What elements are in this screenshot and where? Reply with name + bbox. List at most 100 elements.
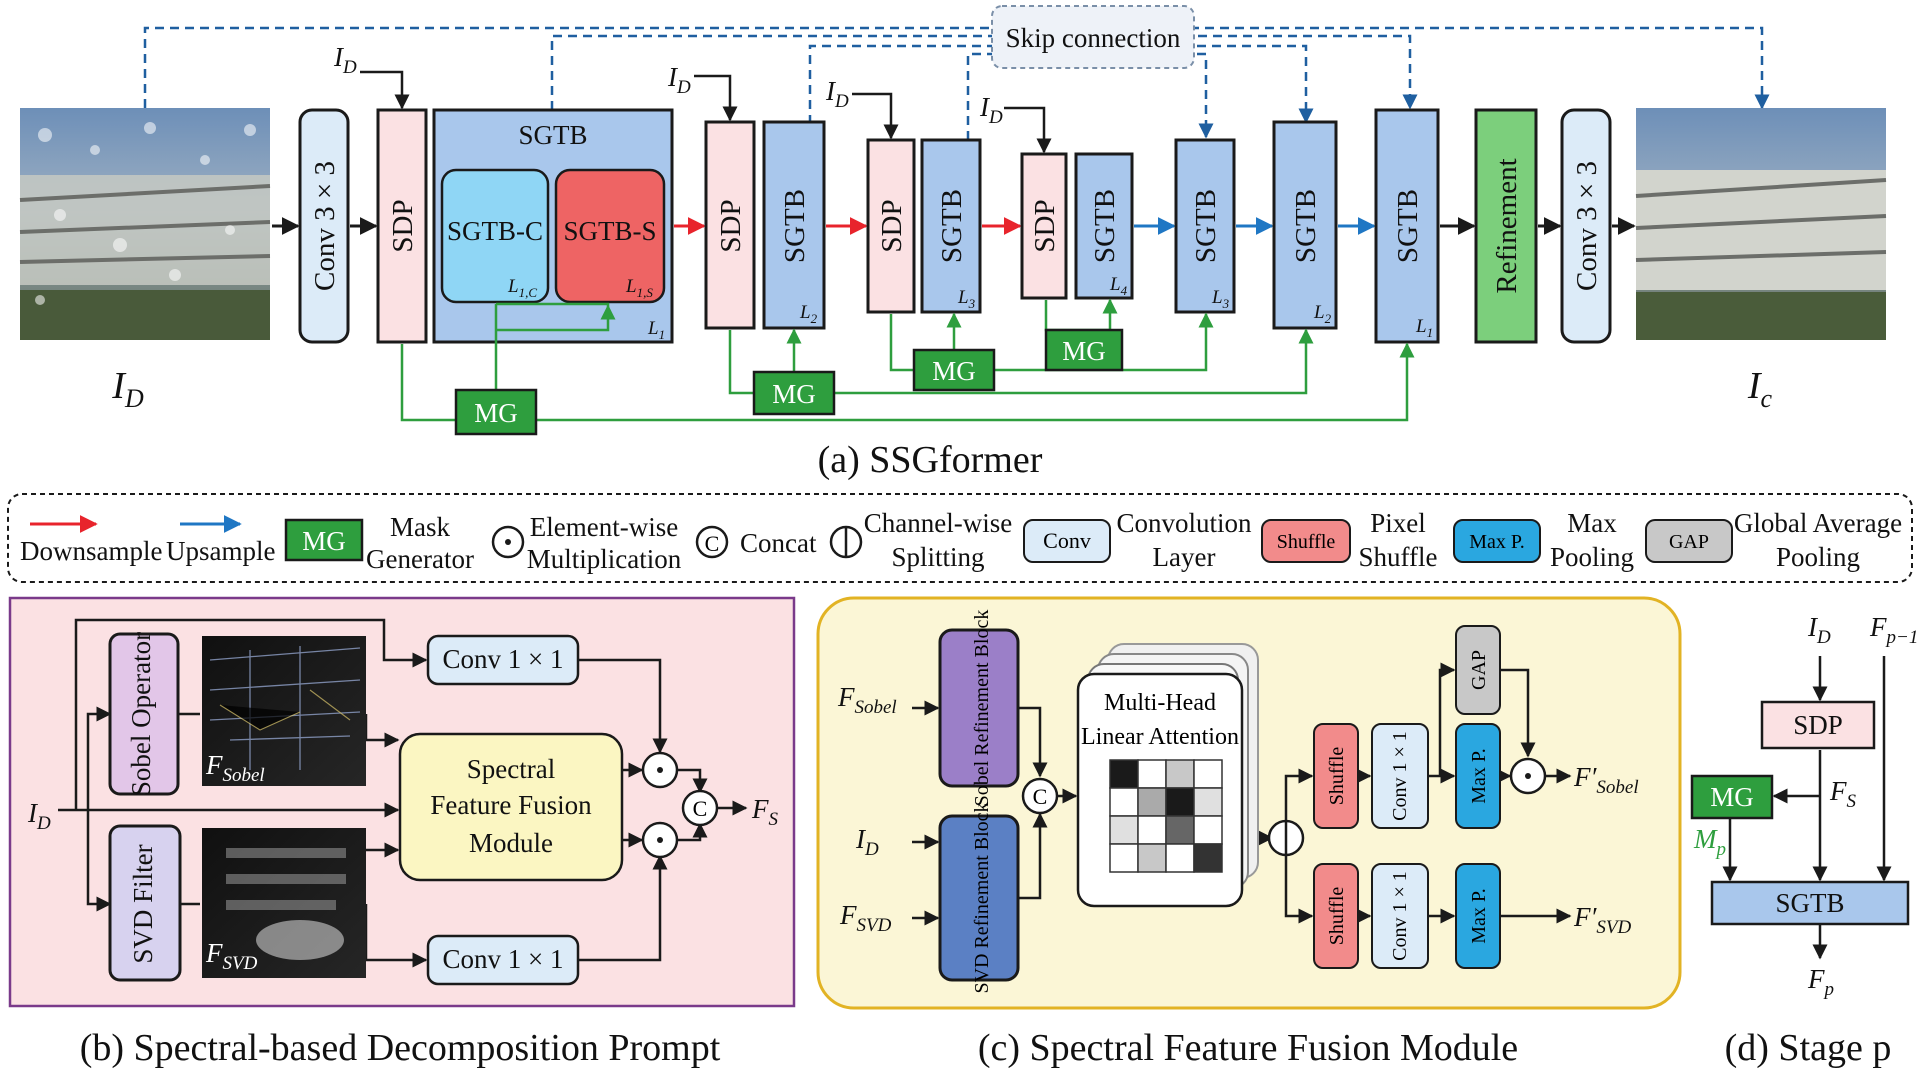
concat-node-b (681, 789, 719, 827)
legend-concat-symbol: C (705, 531, 720, 556)
d-sgtb-block (1710, 880, 1910, 926)
sdp-block-2 (704, 120, 756, 330)
legend-split-text-1: Channel-wise (864, 508, 1012, 538)
panel-d: ID Fp−1 SDP MG FS Mp SGTB Fp (d) Stage p (1690, 612, 1918, 1069)
sgtb-decoder-3-label: SGTB (1190, 189, 1222, 263)
concat-node-b-label: C (693, 796, 708, 821)
id-label-3: ID (825, 76, 849, 112)
id-label-4: ID (979, 92, 1003, 128)
sgtb-decoder-1-label: SGTB (1392, 189, 1424, 263)
sgtb-block-4-layer-count: L4 (1109, 274, 1128, 298)
shuffle-top-c (1313, 723, 1359, 829)
sdp-block-3-label: SDP (876, 199, 908, 252)
panel-b-input-label: ID (27, 798, 51, 834)
conv1x1-top-c-label: Conv 1 × 1 (1389, 731, 1411, 821)
f-svd-label-b: FSVD (205, 938, 258, 974)
c-out-sobel-label: F′Sobel (1573, 762, 1639, 798)
sgtb-decoder-2 (1272, 120, 1338, 330)
conv1x1-top-b (426, 634, 580, 686)
sdp-block-4 (1020, 152, 1068, 300)
legend-maxp-text-1: Max (1567, 508, 1617, 538)
sgtb-decoder-1-layer-count: L1 (1415, 316, 1433, 340)
legend-concat-label: Concat (740, 528, 817, 558)
legend-conv-box-label: Conv (1043, 528, 1091, 553)
legend-mg-box-label: MG (302, 526, 346, 556)
sgtb-large-title: SGTB (518, 120, 587, 150)
f-sobel-label-b: FSobel (205, 750, 265, 786)
sgtb-block-4-label: SGTB (1089, 189, 1121, 263)
legend-downsample-label: Downsample (20, 536, 162, 566)
sffm-label-2: Feature Fusion (430, 790, 592, 820)
input-image (19, 108, 271, 340)
d-fp1-label: Fp−1 (1869, 612, 1918, 648)
panel-d-arrows (1722, 656, 1892, 960)
mg-block-1-label: MG (474, 398, 518, 428)
d-sdp-label: SDP (1793, 710, 1843, 740)
conv3x3-output-label: Conv 3 × 3 (1571, 161, 1603, 291)
sgtb-large-layer-count: L1 (647, 318, 665, 342)
panel-b-caption: (b) Spectral-based Decomposition Prompt (80, 1027, 721, 1069)
legend: Downsample Upsample MG Mask Generator El… (7, 493, 1913, 583)
panel-a: Skip connection ID Ic Conv 3 × 3 SDP ID … (19, 5, 1887, 481)
sobel-refinement-block (938, 628, 1020, 788)
legend-shuffle-box-label: Shuffle (1277, 531, 1336, 553)
mhla-label-2: Linear Attention (1081, 724, 1239, 750)
attention-matrix (1109, 759, 1223, 873)
sdp-block-4-label: SDP (1029, 199, 1061, 252)
svd-refinement-block (938, 814, 1020, 982)
legend-gap-text-2: Pooling (1776, 542, 1860, 572)
maxp-top-c (1455, 723, 1501, 829)
concat-node-c (1021, 777, 1059, 815)
input-label: ID (111, 365, 144, 413)
legend-conv-box (1023, 519, 1111, 563)
mhla-label-1: Multi-Head (1104, 690, 1216, 716)
sgtb-c-label: SGTB-C (447, 216, 543, 246)
conv1x1-bottom-c-label: Conv 1 × 1 (1389, 871, 1411, 961)
svd-refinement-label: SVD Refinement Block (971, 802, 993, 993)
mg-block-1 (454, 388, 538, 436)
d-mp-label: Mp (1693, 824, 1726, 860)
conv1x1-bottom-b (426, 934, 580, 986)
legend-gap-box-label: GAP (1669, 531, 1709, 553)
sgtb-decoder-3 (1174, 138, 1236, 314)
legend-maxp-text-2: Pooling (1550, 542, 1634, 572)
sobel-feature-image (202, 636, 366, 786)
sffm-block (398, 732, 624, 882)
conv1x1-bottom-c (1371, 863, 1429, 969)
sgtb-block-3 (920, 138, 982, 314)
panel-c: FSobel ID FSVD Sobel Refinement Block (816, 596, 1682, 1069)
shuffle-bottom-c-label: Shuffle (1326, 887, 1348, 946)
maxp-bottom-c-label: Max P. (1468, 888, 1490, 944)
sgtb-s-layer-count: L1,S (625, 276, 653, 300)
sgtb-decoder-2-layer-count: L2 (1313, 302, 1332, 326)
conv1x1-bottom-b-label: Conv 1 × 1 (443, 944, 564, 974)
svd-filter-label: SVD Filter (128, 844, 158, 963)
d-mg-label: MG (1710, 782, 1754, 812)
mg-block-2 (752, 370, 836, 416)
legend-mg-text-2: Generator (366, 544, 474, 574)
fs-output-label-b: FS (751, 794, 779, 830)
gap-block-c (1455, 625, 1501, 715)
legend-shuffle-text-1: Pixel (1370, 508, 1426, 538)
sgtb-s-label: SGTB-S (563, 216, 656, 246)
output-image (1635, 108, 1887, 340)
sgtb-c-layer-count: L1,C (507, 276, 537, 300)
d-fp-label: Fp (1807, 964, 1834, 1000)
maxp-top-c-label: Max P. (1468, 748, 1490, 804)
legend-maxp-box-label: Max P. (1469, 531, 1525, 553)
d-sgtb-label: SGTB (1775, 888, 1844, 918)
sdp-block-1-label: SDP (387, 199, 419, 252)
legend-concat-icon (695, 525, 729, 559)
refinement-label: Refinement (1491, 158, 1523, 293)
panel-b: ID Sobel Operator SVD Filter (8, 596, 796, 1069)
maxp-bottom-c (1455, 863, 1501, 969)
panel-c-arrows (912, 662, 1572, 926)
sgtb-decoder-2-label: SGTB (1290, 189, 1322, 263)
sgtb-s-block (554, 168, 666, 304)
mg-block-4 (1044, 328, 1124, 372)
panel-c-caption: (c) Spectral Feature Fusion Module (978, 1027, 1518, 1069)
sgtb-block-3-layer-count: L3 (957, 287, 976, 311)
conv3x3-input-label: Conv 3 × 3 (309, 161, 341, 291)
